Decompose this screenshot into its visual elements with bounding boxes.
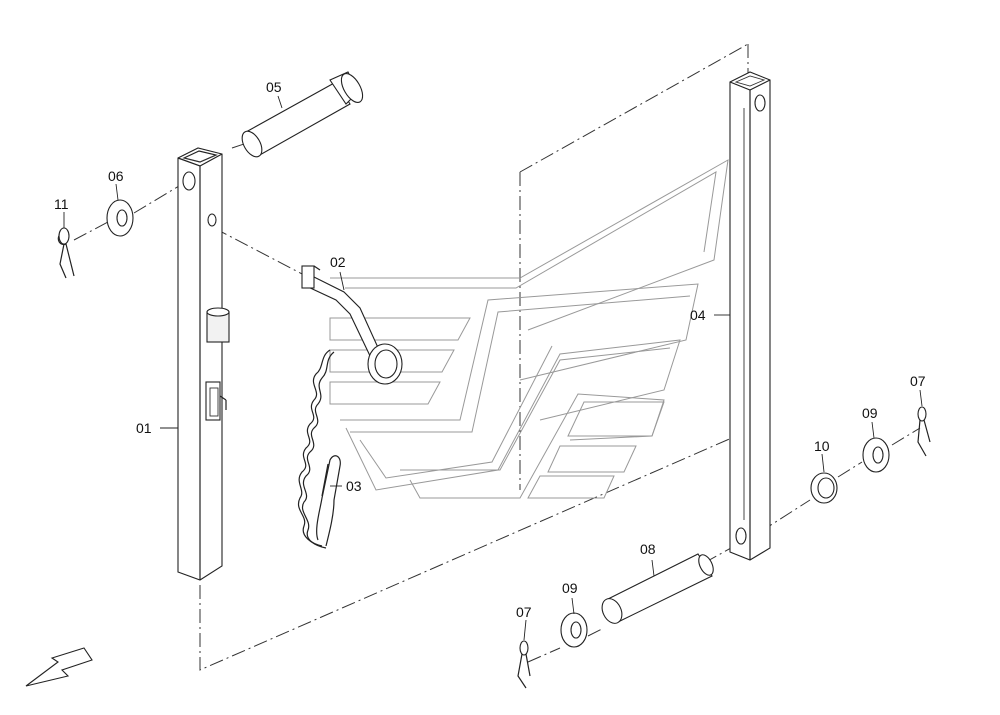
label-part-01: 01 bbox=[136, 420, 152, 436]
washer-09-right bbox=[862, 437, 890, 473]
label-part-10: 10 bbox=[814, 438, 830, 454]
chain-with-snap-hook bbox=[298, 349, 341, 549]
washer-09-bottom bbox=[560, 612, 588, 648]
brand-logo-watermark bbox=[329, 159, 729, 499]
locking-pin bbox=[301, 265, 403, 385]
lower-pin bbox=[601, 553, 714, 624]
right-post bbox=[729, 71, 771, 561]
gate-phantom-outline bbox=[73, 43, 921, 671]
label-part-07-right: 07 bbox=[910, 373, 926, 389]
label-part-11: 11 bbox=[54, 196, 69, 212]
label-part-07-bottom: 07 bbox=[516, 604, 532, 620]
part-labels: 01 02 03 04 05 06 07 07 08 09 09 10 11 bbox=[54, 79, 926, 620]
arrow-down-left-icon bbox=[25, 647, 93, 687]
cotter-pin-11 bbox=[57, 227, 75, 279]
cotter-pin-07-bottom bbox=[517, 640, 531, 689]
label-part-09-right: 09 bbox=[862, 405, 878, 421]
label-part-06: 06 bbox=[108, 168, 124, 184]
bushing-10 bbox=[810, 472, 838, 504]
label-part-09-bottom: 09 bbox=[562, 580, 578, 596]
label-part-02: 02 bbox=[330, 254, 346, 270]
label-part-05: 05 bbox=[266, 79, 282, 95]
label-part-04: 04 bbox=[690, 307, 706, 323]
upper-pin bbox=[241, 71, 364, 158]
left-post bbox=[177, 147, 230, 581]
leader-lines bbox=[63, 95, 923, 641]
cotter-pin-07-right bbox=[917, 406, 931, 457]
washer-06 bbox=[106, 199, 134, 237]
label-part-03: 03 bbox=[346, 478, 362, 494]
label-part-08: 08 bbox=[640, 541, 656, 557]
